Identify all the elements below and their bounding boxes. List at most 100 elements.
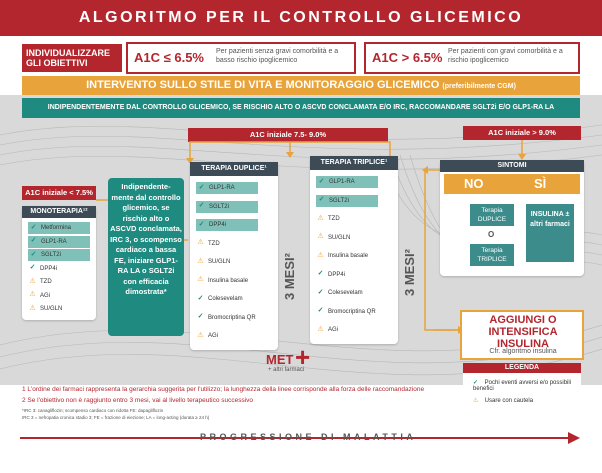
legend: LEGENDA ✓ Pochi eventi avversi e/o possi… bbox=[463, 363, 581, 415]
warning-icon: ⚠ bbox=[317, 325, 324, 333]
drug-name: SGLT2i bbox=[209, 203, 229, 210]
warning-icon: ⚠ bbox=[197, 257, 204, 265]
legend-check-text: Pochi eventi avversi e/o possibili benef… bbox=[473, 380, 572, 392]
triple-title: TERAPIA TRIPLICE¹ bbox=[310, 156, 398, 170]
check-icon: ✓ bbox=[473, 380, 479, 386]
legend-check-row: ✓ Pochi eventi avversi e/o possibili ben… bbox=[473, 379, 581, 392]
check-icon: ✓ bbox=[198, 183, 205, 191]
drug-item: ✓Colesevelam bbox=[196, 293, 243, 305]
drug-item: ✓ Bromocriptina QR bbox=[316, 306, 376, 318]
progression-label: PROGRESSIONE DI MALATTIA bbox=[200, 432, 417, 442]
lifestyle-text: INTERVENTO SULLO STILE DI VITA E MONITOR… bbox=[86, 79, 440, 91]
check-icon: ✓ bbox=[318, 196, 325, 204]
drug-item: ⚠AGi bbox=[28, 290, 50, 302]
cfr-text: Cfr. algoritmo insulina bbox=[489, 348, 557, 355]
drug-name: SU/GLN bbox=[328, 234, 351, 241]
drug-item: ✓ Colesevelam bbox=[316, 287, 363, 299]
target-high-value: A1C > 6.5% bbox=[372, 50, 443, 65]
symptoms-no: NO bbox=[464, 176, 484, 191]
drug-item: ⚠ AGi bbox=[196, 330, 218, 342]
warning-icon: ⚠ bbox=[197, 331, 204, 339]
drug-item: ✓DPP4i bbox=[28, 263, 57, 275]
target-high-box: A1C > 6.5% Per pazienti con gravi comorb… bbox=[364, 42, 580, 74]
drug-name: AGi bbox=[328, 327, 339, 333]
warning-icon: ⚠ bbox=[317, 214, 324, 222]
plus-icon: + bbox=[295, 342, 311, 372]
drug-name: GLP1-RA bbox=[329, 179, 355, 185]
drug-item: ✓ SGLT2i bbox=[196, 200, 258, 213]
warning-icon: ⚠ bbox=[473, 398, 479, 404]
drug-item: ✓ GLP1-RA bbox=[196, 182, 258, 194]
drug-name: GLP1-RA bbox=[41, 238, 67, 245]
check-icon: ✓ bbox=[317, 288, 324, 296]
triple-panel: TERAPIA TRIPLICE¹ ✓GLP1-RA✓SGLT2i⚠TZD⚠SU… bbox=[310, 156, 398, 344]
drug-item: ✓ GLP1-RA bbox=[28, 235, 90, 248]
symptoms-si: SÌ bbox=[534, 176, 547, 191]
legend-title: LEGENDA bbox=[463, 363, 581, 373]
drug-item: ⚠SU/GLN bbox=[316, 232, 350, 244]
small-note-2: IRC 3 = nefropatia cronica stadio 3; FE … bbox=[22, 415, 210, 420]
intensify-box bbox=[460, 310, 584, 360]
drug-name: Insulina basale bbox=[328, 253, 369, 259]
footnote-2: 2 Se l'obiettivo non è raggiunto entro 3… bbox=[22, 397, 254, 404]
a1c-mid-label: A1C iniziale 7.5- 9.0% bbox=[188, 128, 388, 142]
ascvd-bar: INDIPENDENTEMENTE DAL CONTROLLO GLICEMIC… bbox=[22, 98, 580, 118]
drug-name: Colesevelam bbox=[208, 296, 243, 302]
met-label: MET bbox=[266, 352, 294, 367]
drug-name: DPP4i bbox=[209, 222, 227, 228]
warning-icon: ⚠ bbox=[317, 251, 324, 259]
check-icon: ✓ bbox=[317, 307, 324, 315]
lifestyle-bar: INTERVENTO SULLO STILE DI VITA E MONITOR… bbox=[22, 76, 580, 95]
drug-item: ⚠ TZD bbox=[316, 213, 340, 225]
check-icon: ✓ bbox=[30, 223, 37, 231]
small-note-1: *IRC 3: canagliflozin; scompenso cardiac… bbox=[22, 408, 164, 413]
drug-name: GLP1-RA bbox=[209, 185, 235, 191]
drug-name: SGLT2i bbox=[41, 252, 61, 258]
drug-item: ✓ DPP4i bbox=[196, 219, 258, 231]
symptoms-o: O bbox=[488, 230, 495, 239]
dual-panel: TERAPIA DUPLICE¹ ✓GLP1-RA✓SGLT2i✓DPP4i⚠T… bbox=[190, 162, 278, 350]
drug-item: ⚠TZD bbox=[28, 276, 51, 288]
drug-item: ⚠ AGi bbox=[316, 324, 338, 336]
drug-item: ✓ DPP4i bbox=[316, 269, 345, 281]
check-icon: ✓ bbox=[30, 237, 37, 245]
lifestyle-sub: (preferibilmente CGM) bbox=[442, 83, 516, 90]
target-low-value: A1C ≤ 6.5% bbox=[134, 50, 204, 65]
warning-icon: ⚠ bbox=[29, 304, 36, 312]
drug-item: ⚠TZD bbox=[196, 238, 219, 250]
check-icon: ✓ bbox=[198, 220, 205, 228]
drug-item: ⚠ Insulina basale bbox=[196, 275, 248, 287]
footnote-1: 1 L'ordine dei farmaci rappresenta la ge… bbox=[22, 386, 425, 393]
drug-name: Insulina basale bbox=[208, 277, 249, 284]
drug-name: Metformina bbox=[41, 225, 72, 231]
target-low-box: A1C ≤ 6.5% Per pazienti senza gravi como… bbox=[126, 42, 356, 74]
target-high-desc: Per pazienti con gravi comorbilità e a r… bbox=[448, 48, 563, 64]
drug-item: ✓Bromocriptina QR bbox=[196, 312, 256, 324]
check-icon: ✓ bbox=[317, 270, 324, 278]
a1c-low-label: A1C iniziale < 7.5% bbox=[22, 186, 96, 200]
warning-icon: ⚠ bbox=[197, 276, 204, 284]
drug-name: SGLT2i bbox=[329, 197, 349, 204]
drug-name: Bromocriptina QR bbox=[328, 308, 376, 315]
symptoms-duplice: Terapia DUPLICE bbox=[470, 204, 514, 226]
drug-item: ⚠SU/GLN bbox=[28, 303, 62, 315]
drug-name: DPP4i bbox=[328, 271, 346, 278]
drug-item: ✓ Metformina bbox=[28, 222, 90, 234]
drug-name: AGi bbox=[208, 333, 219, 339]
symptoms-title: SINTOMI bbox=[440, 160, 584, 172]
target-low-desc: Per pazienti senza gravi comorbilità e a… bbox=[216, 48, 339, 64]
page-title: ALGORITMO PER IL CONTROLLO GLICEMICO bbox=[0, 0, 602, 36]
independent-text: Indipendente- mente dal controllo glicem… bbox=[110, 182, 182, 296]
met-sub: + altri farmaci bbox=[268, 367, 305, 373]
drug-item: ✓ SGLT2i bbox=[316, 194, 378, 207]
drug-item: ⚠SU/GLN bbox=[196, 256, 230, 268]
legend-warn-text: Usare con cautela bbox=[484, 398, 534, 404]
legend-warn-row: ⚠ Usare con cautela bbox=[473, 397, 533, 404]
drug-item: ✓ SGLT2i bbox=[28, 249, 90, 261]
drug-name: TZD bbox=[328, 216, 340, 222]
check-icon: ✓ bbox=[198, 202, 205, 210]
check-icon: ✓ bbox=[30, 250, 37, 258]
drug-name: Colesevelam bbox=[328, 290, 363, 296]
symptoms-triplice: Terapia TRIPLICE bbox=[470, 244, 514, 266]
